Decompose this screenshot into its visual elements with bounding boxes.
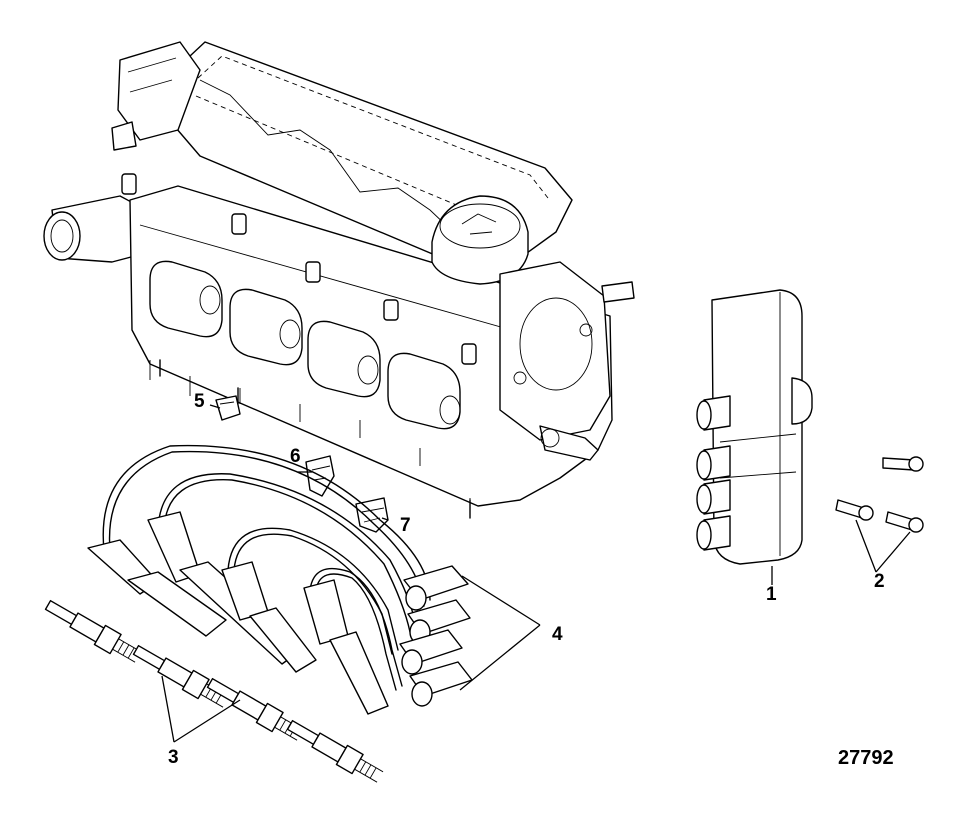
spark-plugs <box>44 599 384 783</box>
ignition-coil <box>696 289 813 565</box>
callout-5: 5 <box>194 391 205 412</box>
wire-clip-7 <box>355 497 389 533</box>
callout-7: 7 <box>400 515 411 536</box>
callout-2: 2 <box>874 571 885 592</box>
cylinder-head-assembly <box>43 41 635 519</box>
callout-1: 1 <box>766 584 777 605</box>
coil-mounting-bolts <box>835 456 924 533</box>
callout-6: 6 <box>290 446 301 467</box>
callout-4: 4 <box>552 624 563 645</box>
wire-clip-5 <box>215 395 241 421</box>
figure-number: 27792 <box>838 747 894 769</box>
leader-lines <box>161 404 911 743</box>
ignition-wire-set <box>87 444 473 715</box>
callout-3: 3 <box>168 747 179 768</box>
